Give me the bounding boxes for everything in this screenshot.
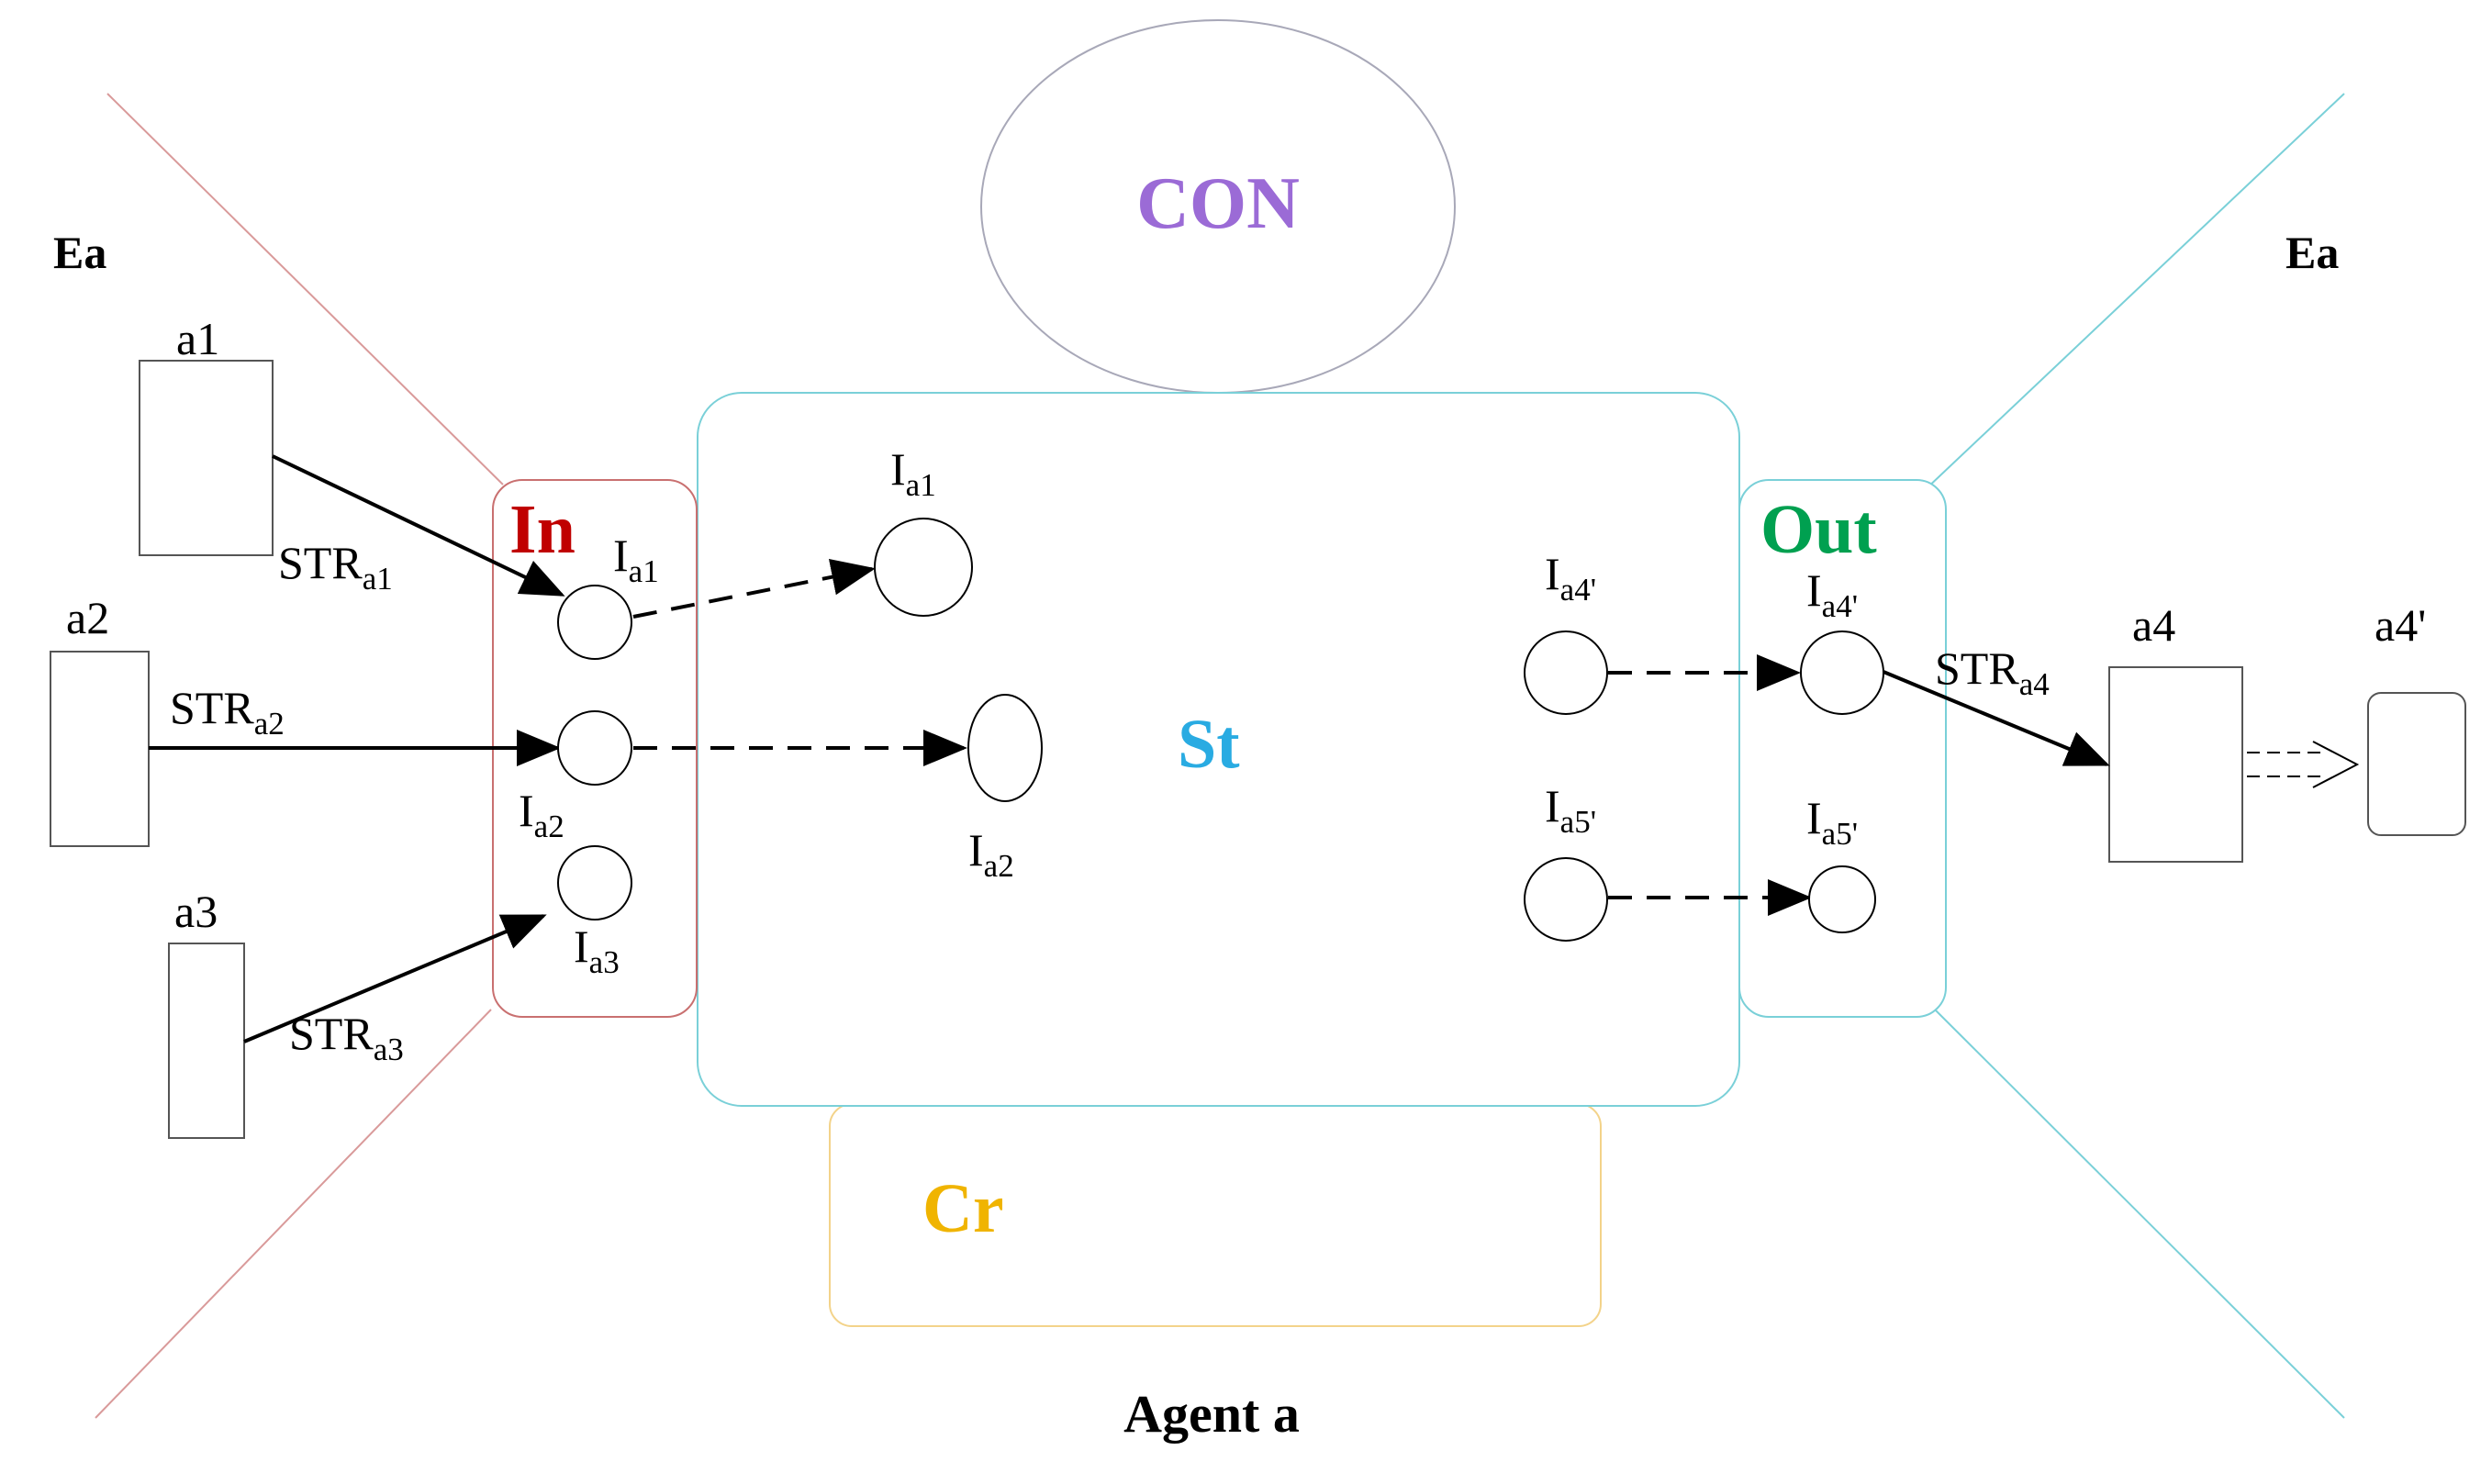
- interface-label-in-a1: Ia1: [613, 530, 659, 589]
- entity-label-a1: a1: [176, 313, 219, 364]
- interface-label-st-a1: Ia1: [890, 443, 936, 503]
- node-in-a3: [557, 845, 632, 921]
- interface-label-out-a5p: Ia5': [1806, 792, 1858, 852]
- entity-a3-box: [168, 943, 245, 1139]
- entity-a1-box: [139, 360, 274, 556]
- boundary-line-upper-left: [106, 93, 504, 485]
- region-label-in: In: [509, 491, 576, 568]
- node-st-a1: [874, 518, 973, 617]
- interface-label-in-a2: Ia2: [519, 785, 564, 844]
- stream-label-a3: STRa3: [289, 1008, 404, 1067]
- region-label-st: St: [1178, 706, 1240, 783]
- entity-label-a4: a4: [2132, 599, 2175, 651]
- entity-a4-box: [2108, 666, 2243, 863]
- interface-label-in-a3: Ia3: [574, 921, 620, 980]
- node-in-a1: [557, 585, 632, 660]
- stream-label-a4: STRa4: [1935, 642, 2050, 702]
- node-out-a5p: [1808, 865, 1876, 933]
- node-st-a5p: [1524, 857, 1608, 942]
- node-st-a2: [967, 694, 1043, 802]
- stream-arrow-a4: [1883, 670, 2110, 766]
- interface-label-out-a4p: Ia4': [1806, 564, 1858, 624]
- boundary-line-upper-right: [1923, 93, 2345, 492]
- entity-label-a4p: a4': [2375, 599, 2426, 651]
- stream-label-a2: STRa2: [170, 682, 285, 742]
- node-in-a2: [557, 710, 632, 786]
- env-label-right: Ea: [2285, 227, 2339, 278]
- stream-arrow-a3: [243, 914, 547, 1043]
- boundary-line-lower-left: [95, 1009, 492, 1419]
- env-label-left: Ea: [53, 227, 106, 278]
- interface-label-st-a5p: Ia5': [1545, 780, 1596, 840]
- region-label-out: Out: [1760, 491, 1877, 568]
- double-arrow-a4-to-a4p: [2247, 741, 2360, 788]
- entity-label-a3: a3: [174, 886, 218, 937]
- interface-label-st-a2: Ia2: [968, 824, 1014, 884]
- boundary-line-lower-right: [1934, 1009, 2345, 1419]
- stream-arrow-a1: [272, 454, 565, 597]
- dashed-arrow-ia1: [632, 559, 876, 619]
- entity-label-a2: a2: [66, 592, 109, 643]
- entity-a2-box: [50, 651, 150, 847]
- entity-a4p-box: [2367, 692, 2466, 836]
- stream-label-a1: STRa1: [278, 537, 393, 597]
- node-st-a4p: [1524, 630, 1608, 715]
- region-label-cr: Cr: [922, 1170, 1004, 1247]
- region-label-con: CON: [1136, 163, 1300, 244]
- diagram-caption: Agent a: [1123, 1384, 1300, 1444]
- node-out-a4p: [1800, 630, 1884, 715]
- interface-label-st-a4p: Ia4': [1545, 548, 1596, 608]
